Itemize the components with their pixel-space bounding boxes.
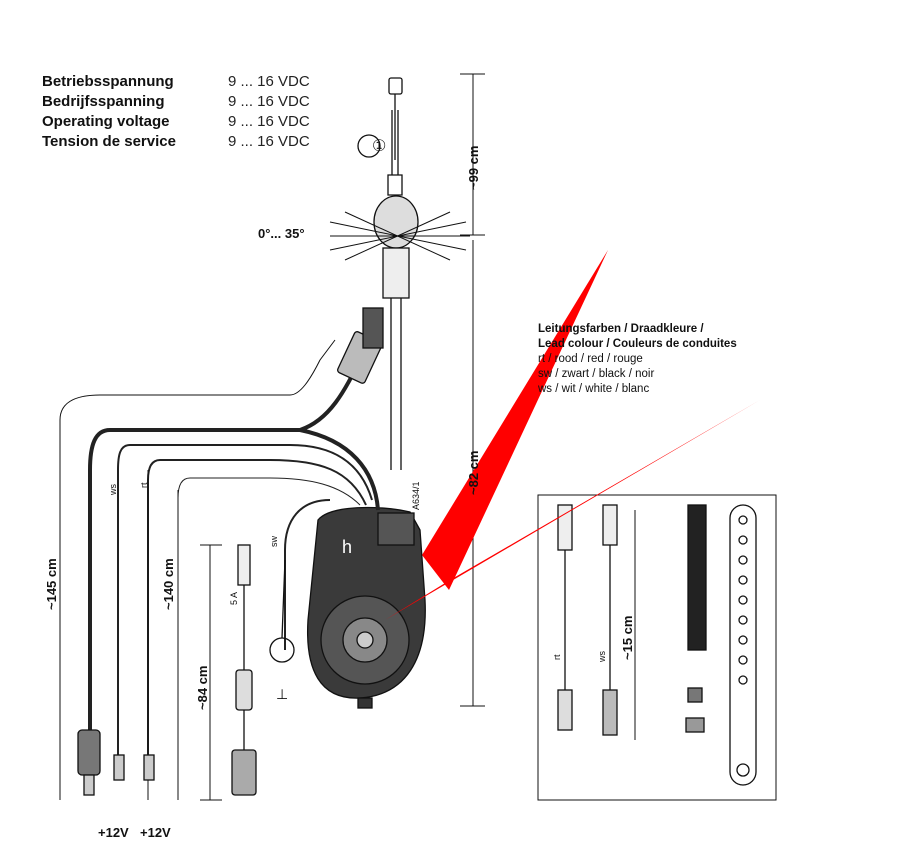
- ground-symbol: ⊥: [276, 686, 289, 702]
- dim-84-label: ~84 cm: [195, 665, 210, 710]
- wire-sw-label: sw: [269, 536, 279, 547]
- spec-label: Bedrijfsspanning: [42, 93, 165, 110]
- dim-top-label: ~99 cm: [466, 145, 481, 190]
- dim-140-label: ~140 cm: [161, 558, 176, 610]
- accessory-kit-box: [537, 494, 777, 801]
- tilt-angle-label: 0°... 35°: [258, 226, 305, 241]
- antenna-plug: [362, 307, 384, 349]
- supply-label: +12V: [98, 825, 129, 840]
- fuse-assembly: [231, 544, 257, 796]
- spec-value: 9 ... 16 VDC: [228, 133, 310, 150]
- kit-ws-label: ws: [597, 651, 607, 662]
- voltage-spec-table: Betriebsspannung 9 ... 16 VDC Bedrijfsspa…: [42, 72, 310, 152]
- wire-rt-label: rt: [139, 482, 149, 489]
- spec-value: 9 ... 16 VDC: [228, 113, 310, 130]
- dim-15-label: ~15 cm: [620, 615, 635, 660]
- wires: [117, 444, 373, 795]
- legend-title-2: Lead colour / Couleurs de conduites: [538, 338, 737, 350]
- antenna-mast: [373, 77, 419, 470]
- fuse-label: 5 A: [229, 591, 239, 605]
- antenna-cable-dimension: [59, 339, 336, 800]
- callout-number: ①: [372, 138, 387, 155]
- wire-color-legend: Leitungsfarben / Draadkleure / Lead colo…: [538, 322, 737, 397]
- kit-items: [557, 504, 757, 786]
- supply-label: +12V: [140, 825, 171, 840]
- spec-row: Tension de service 9 ... 16 VDC: [42, 132, 310, 152]
- legend-item: ws / wit / white / blanc: [538, 383, 650, 395]
- spec-value: 9 ... 16 VDC: [228, 93, 310, 110]
- red-pointer-overlay: [385, 250, 760, 620]
- spec-label: Operating voltage: [42, 113, 170, 130]
- legend-item: rt / rood / red / rouge: [538, 353, 643, 365]
- spec-row: Operating voltage 9 ... 16 VDC: [42, 112, 310, 132]
- kit-rt-label: rt: [552, 654, 562, 661]
- spec-label: Betriebsspannung: [42, 73, 174, 90]
- dim-mast-label: ~82 cm: [466, 450, 481, 495]
- motor-housing: [306, 506, 426, 709]
- motor-letter: h: [342, 537, 353, 557]
- ground-terminal: [269, 559, 295, 663]
- tilt-angle-rays: [329, 211, 470, 261]
- model-number: A634/1: [411, 481, 421, 510]
- legend-title-1: Leitungsfarben / Draadkleure /: [538, 323, 704, 335]
- spec-row: Bedrijfsspanning 9 ... 16 VDC: [42, 92, 310, 112]
- spec-value: 9 ... 16 VDC: [228, 73, 310, 90]
- spec-row: Betriebsspannung 9 ... 16 VDC: [42, 72, 310, 92]
- connector-plugs: [77, 729, 155, 796]
- wire-ws-label: ws: [108, 484, 118, 495]
- callout-circle: [357, 134, 381, 158]
- dim-145-label: ~145 cm: [44, 558, 59, 610]
- dimension-lines-left: [59, 420, 222, 801]
- legend-item: sw / zwart / black / noir: [538, 368, 655, 380]
- spec-label: Tension de service: [42, 133, 176, 150]
